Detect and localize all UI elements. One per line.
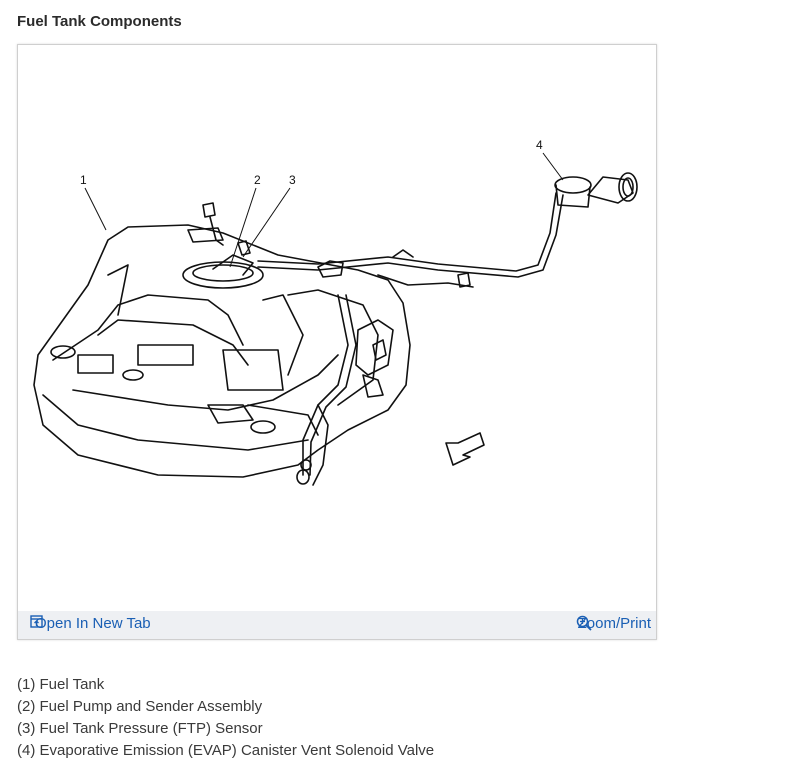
- open-in-new-tab-label: Open In New Tab: [35, 615, 151, 632]
- callout-3: 3: [289, 173, 296, 187]
- legend-item: (4) Evaporative Emission (EVAP) Canister…: [17, 742, 435, 759]
- front-direction-arrow: [445, 432, 485, 466]
- diagram-figure: 1 2 3 4 Open In New Tab: [17, 44, 657, 640]
- callout-1: 1: [80, 173, 87, 187]
- fuel-tank-diagram: 1 2 3 4: [33, 138, 638, 486]
- fuel-filler-cap: [554, 176, 592, 194]
- legend-item: (2) Fuel Pump and Sender Assembly: [17, 698, 263, 715]
- callout-2: 2: [254, 173, 261, 187]
- figure-footer: Open In New Tab Zoom/Print: [18, 611, 656, 639]
- zoom-print-label: Zoom/Print: [577, 615, 651, 632]
- legend-item: (3) Fuel Tank Pressure (FTP) Sensor: [17, 720, 263, 737]
- callout-4: 4: [536, 138, 543, 152]
- open-in-new-tab-link[interactable]: Open In New Tab: [30, 615, 151, 632]
- legend-item: (1) Fuel Tank: [17, 676, 105, 693]
- legend-list: (1) Fuel Tank (2) Fuel Pump and Sender A…: [17, 674, 434, 762]
- fuel-tank-outline: [33, 224, 411, 478]
- zoom-print-link[interactable]: Zoom/Print: [576, 615, 651, 632]
- page-title: Fuel Tank Components: [17, 13, 182, 30]
